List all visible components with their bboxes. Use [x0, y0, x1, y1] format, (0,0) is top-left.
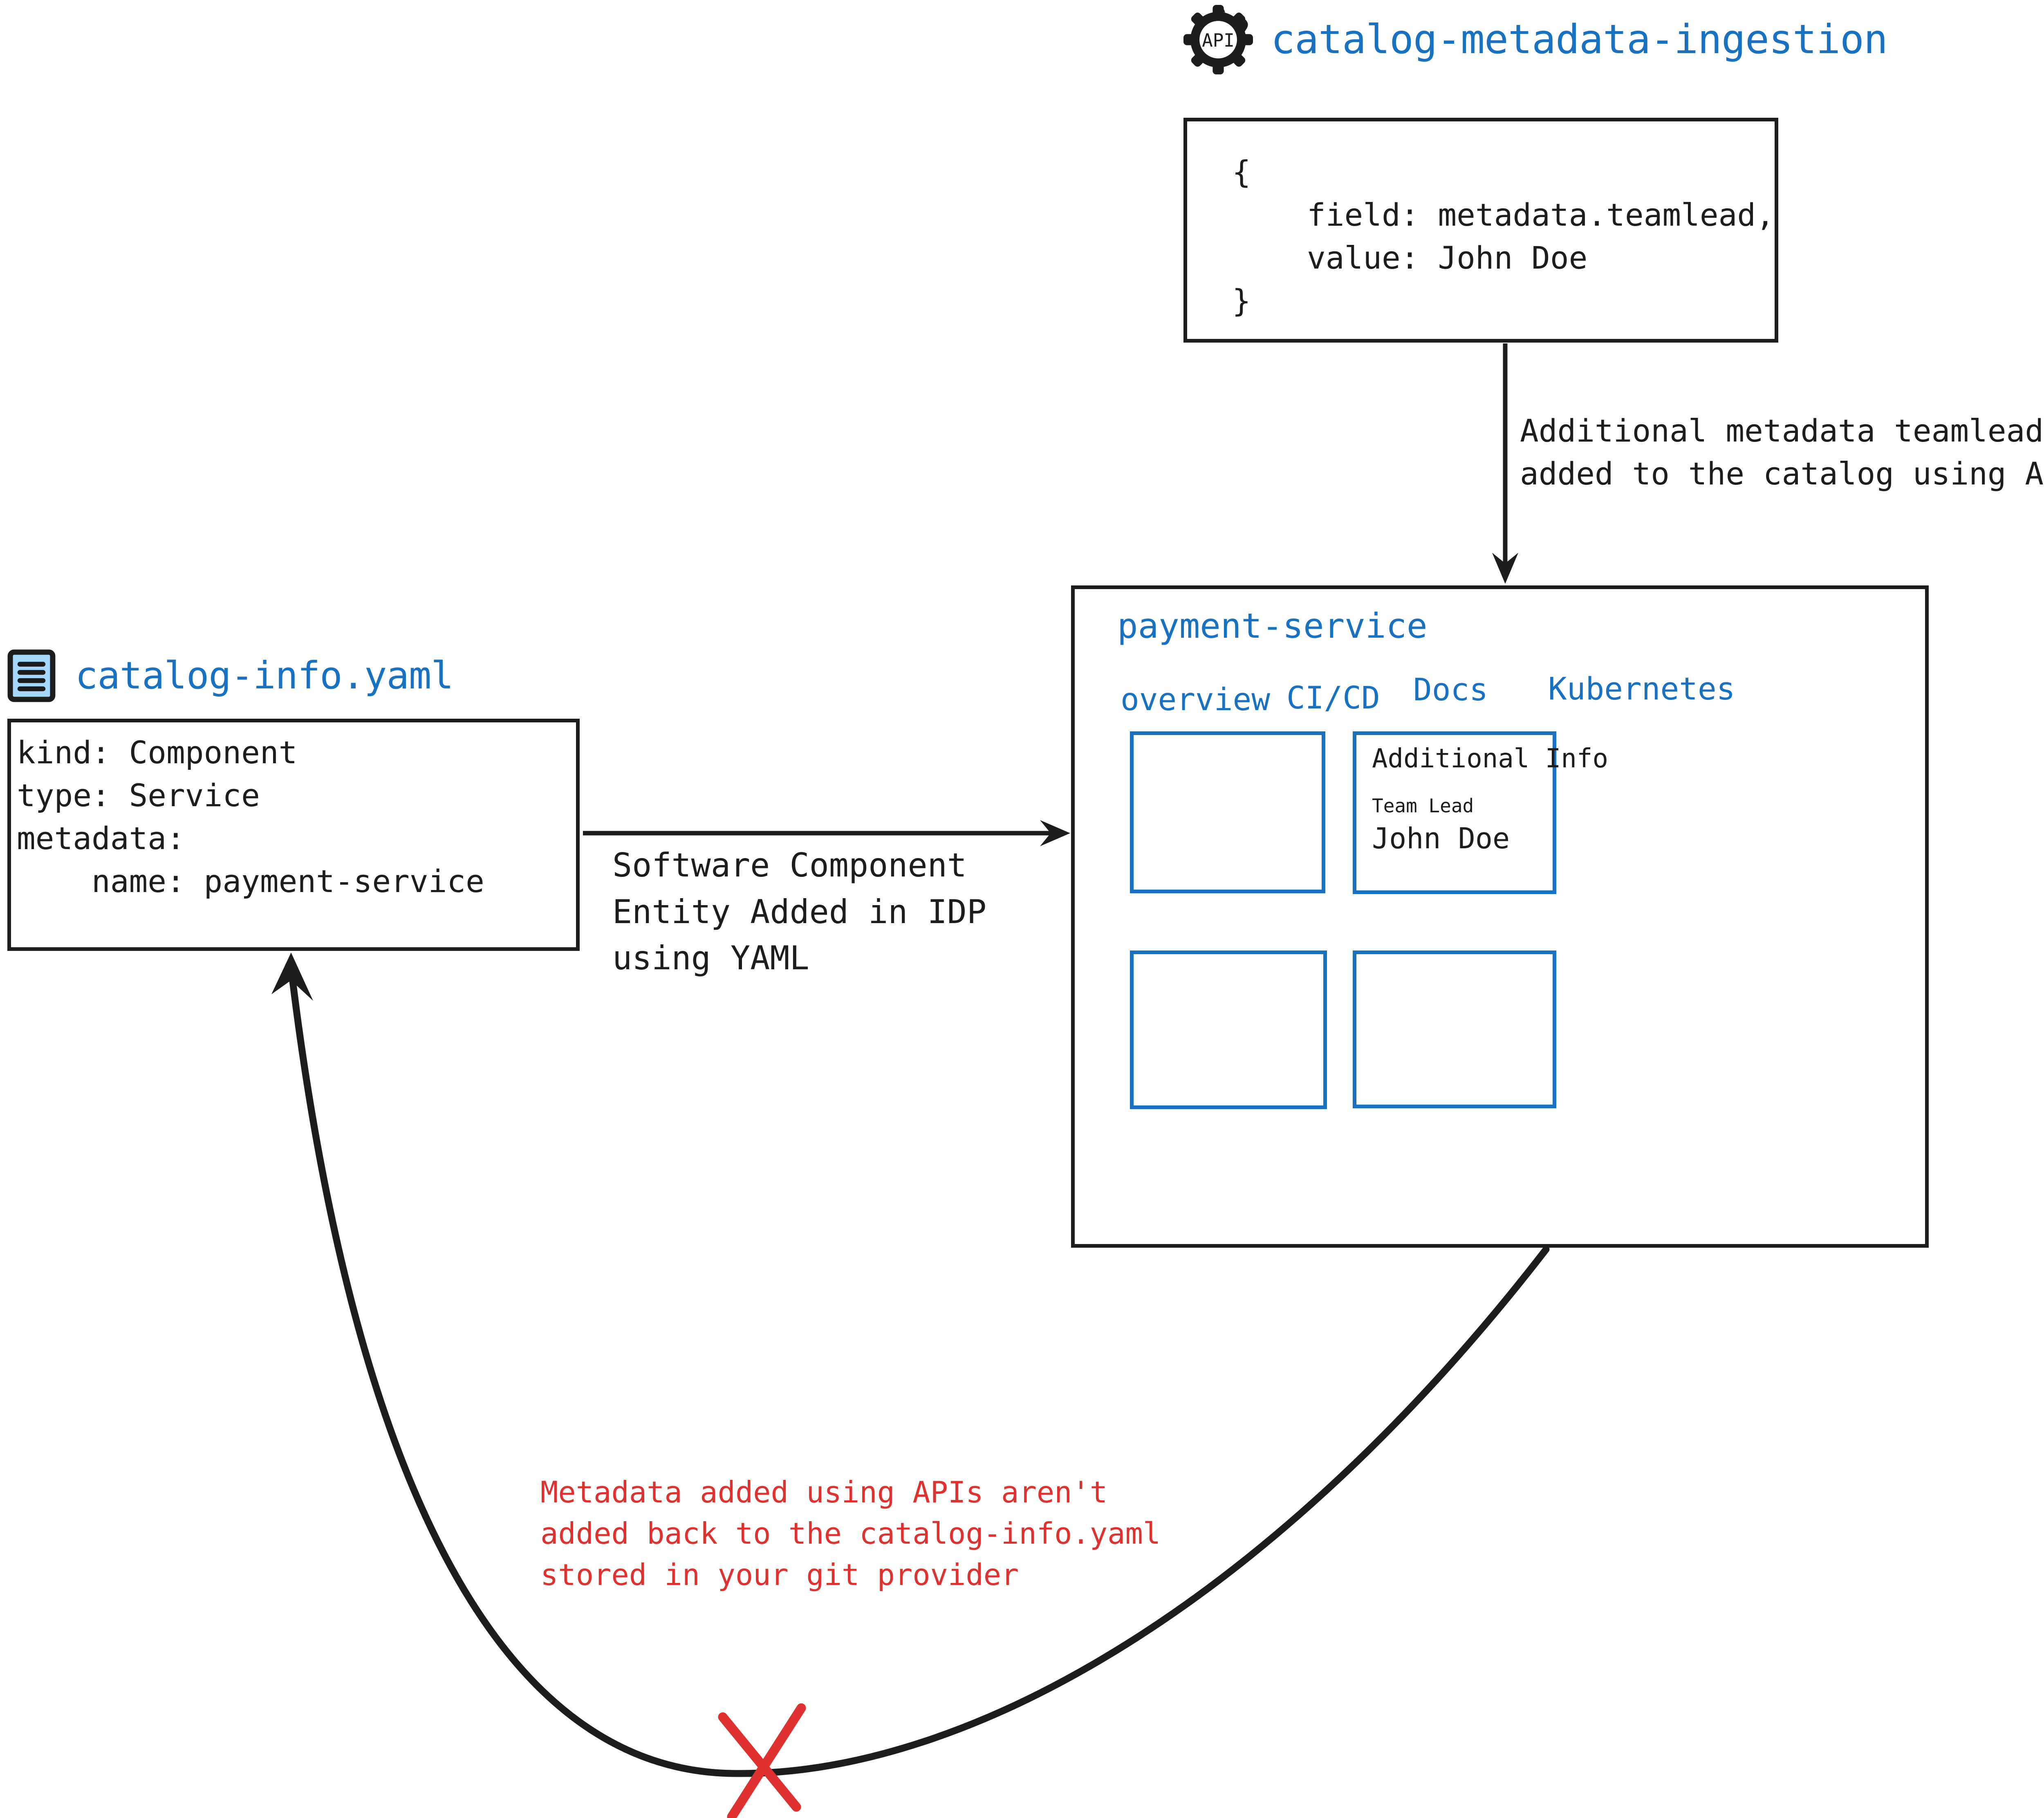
tab-overview[interactable]: overview [1121, 681, 1271, 717]
tab-ci-cd[interactable]: CI/CD [1286, 679, 1380, 716]
yaml-flow-annotation: Software Component Entity Added in IDP u… [612, 846, 987, 977]
api-gear-label: API [1202, 30, 1235, 51]
api-to-panel-arrow [1492, 343, 1518, 584]
tab-docs[interactable]: Docs [1413, 671, 1488, 708]
bottom-right-card [1353, 950, 1556, 1108]
api-source-header: API catalog-metadata-ingestion [1183, 3, 1888, 76]
service-panel-title: payment-service [1117, 606, 1428, 646]
additional-info-card: Additional Info Team Lead John Doe [1353, 731, 1608, 894]
team-lead-value: John Doe [1372, 822, 1510, 855]
api-gear-icon: API [1183, 5, 1253, 74]
bottom-left-card [1130, 950, 1327, 1109]
team-lead-label: Team Lead [1372, 795, 1474, 817]
red-x-icon [718, 1703, 806, 1818]
overview-card [1130, 731, 1325, 893]
yaml-source-header: catalog-info.yaml [7, 649, 454, 702]
api-payload-box: { field: metadata.teamlead, value: John … [1183, 118, 1778, 343]
service-panel: payment-service overview CI/CD Docs Kube… [1071, 585, 1929, 1248]
yaml-source-title: catalog-info.yaml [75, 654, 454, 697]
yaml-content-box: kind: Component type: Service metadata: … [7, 719, 580, 951]
additional-info-title: Additional Info [1372, 744, 1608, 774]
document-icon [7, 649, 56, 702]
warning-annotation: Metadata added using APIs aren't added b… [540, 1475, 1161, 1592]
api-payload-code: { field: metadata.teamlead, value: John … [1232, 154, 1775, 319]
yaml-content-code: kind: Component type: Service metadata: … [17, 734, 484, 899]
tab-kubernetes[interactable]: Kubernetes [1548, 670, 1735, 707]
api-source-title: catalog-metadata-ingestion [1271, 16, 1888, 63]
api-flow-annotation: Additional metadata teamlead added to th… [1520, 412, 2044, 492]
